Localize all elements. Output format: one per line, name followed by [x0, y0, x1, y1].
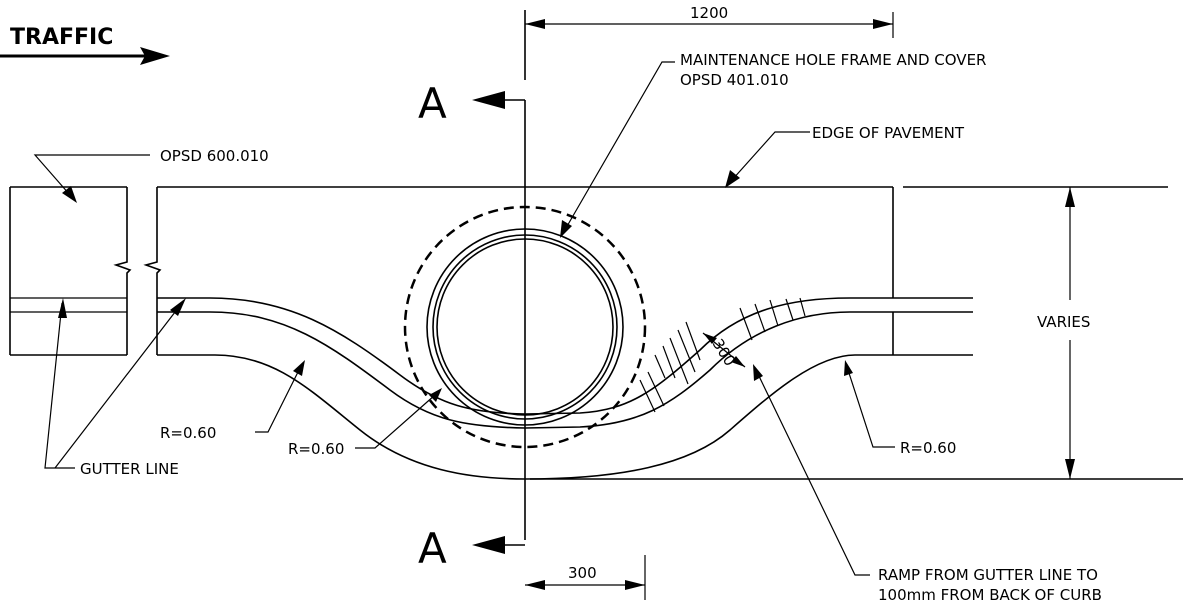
traffic-arrow — [0, 47, 170, 65]
leader-gutter — [44, 298, 186, 469]
label-gutter: GUTTER LINE — [80, 460, 179, 478]
leader-r-right — [844, 360, 895, 448]
label-mh-line1: MAINTENANCE HOLE FRAME AND COVER — [680, 51, 986, 69]
section-marker-bottom: A — [418, 524, 447, 573]
label-r-left: R=0.60 — [160, 424, 216, 442]
ramp-dimension — [702, 332, 746, 368]
leader-edge-pavement — [725, 131, 810, 188]
leader-maintenance-hole — [560, 61, 675, 238]
gutter-lines — [157, 297, 973, 480]
leader-r-left — [255, 360, 305, 433]
label-edge-pavement: EDGE OF PAVEMENT — [812, 124, 965, 142]
leader-opsd600 — [33, 154, 150, 203]
ramp-hatch — [639, 297, 806, 413]
label-ramp-line1: RAMP FROM GUTTER LINE TO — [878, 566, 1098, 584]
curb-body — [143, 186, 894, 355]
label-ramp-line2: 100mm FROM BACK OF CURB — [878, 586, 1102, 604]
dim-top-label: 1200 — [690, 4, 728, 22]
label-mh-line2: OPSD 401.010 — [680, 71, 789, 89]
curb-block-left — [9, 186, 132, 356]
label-opsd600: OPSD 600.010 — [160, 147, 269, 165]
dim-bottom-label: 300 — [568, 564, 597, 582]
leader-ramp — [753, 364, 870, 576]
label-r-mid: R=0.60 — [288, 440, 344, 458]
dimension-varies — [1065, 187, 1075, 479]
pavement-lines — [530, 186, 1183, 480]
dimension-1200 — [525, 12, 894, 38]
section-marker-top: A — [418, 79, 447, 128]
section-cut-line — [472, 10, 526, 554]
traffic-label: TRAFFIC — [10, 25, 113, 50]
leader-r-mid — [355, 388, 442, 449]
maintenance-hole — [403, 205, 647, 449]
label-r-right: R=0.60 — [900, 439, 956, 457]
label-varies: VARIES — [1037, 313, 1090, 331]
dimension-300 — [525, 555, 646, 600]
